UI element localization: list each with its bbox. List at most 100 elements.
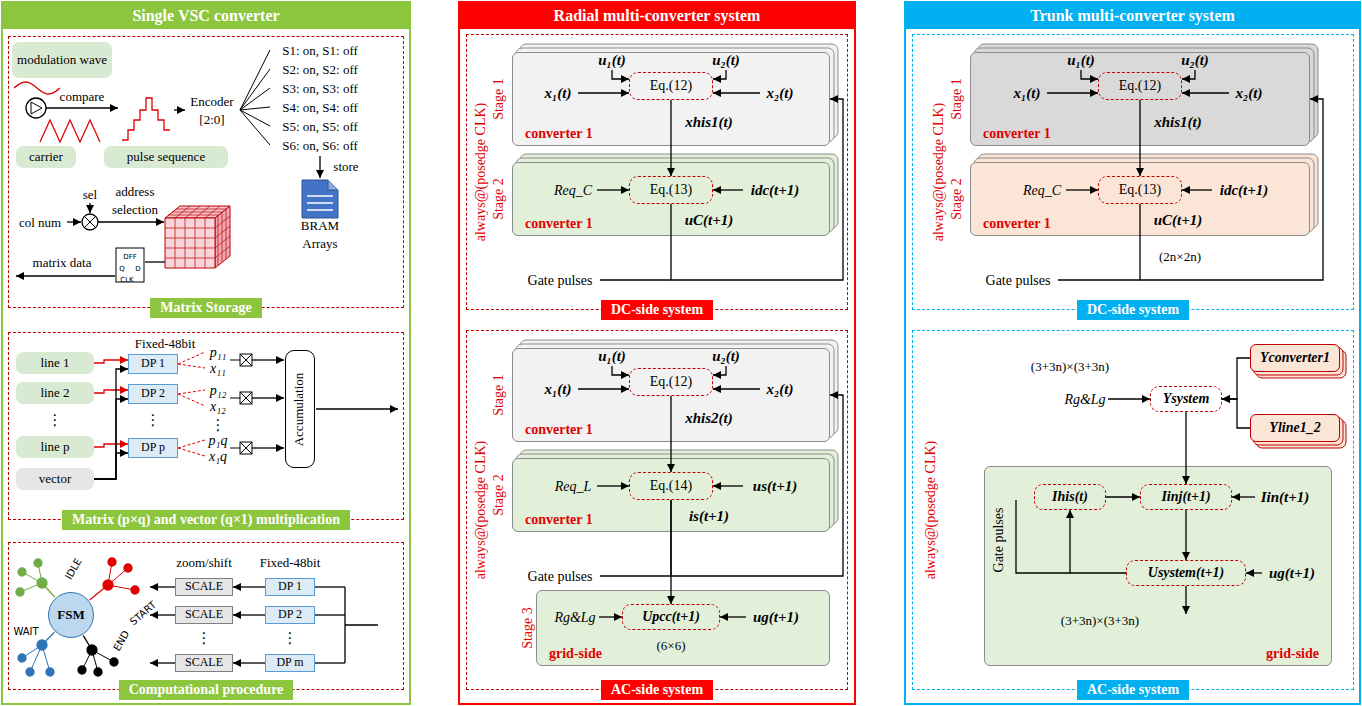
label: Rg&Lg	[1064, 390, 1105, 408]
label: p₁₂	[210, 381, 227, 399]
node-text: pulse sequence	[127, 150, 205, 164]
dp-box: DP 1	[265, 578, 315, 596]
label: u₂(t)	[712, 347, 740, 365]
label: Stage 2	[947, 178, 965, 220]
wire	[1185, 586, 1186, 614]
matrix-cube	[175, 206, 190, 218]
dp-box: DP 1	[128, 354, 178, 374]
fsm-branch	[92, 650, 98, 672]
stage-box: converter 1Eq.(13)	[970, 162, 1310, 236]
edge-label: xhis1(t)	[685, 113, 733, 131]
sine-wave	[14, 82, 60, 94]
matrix-cube	[185, 206, 200, 218]
matrix-cube	[165, 258, 215, 259]
label-text: (3+3n)×(3+3n)	[1031, 359, 1109, 374]
equation-box: Eq.(13)	[629, 176, 713, 204]
wire	[1081, 70, 1098, 79]
label-text: ⋮	[211, 416, 226, 434]
label: (2n×2n)	[1159, 247, 1201, 265]
connector	[670, 100, 671, 176]
carrier-wave	[40, 120, 100, 142]
matrix-cube	[215, 246, 230, 258]
wire	[316, 408, 398, 409]
edge-label: uC(t+1)	[685, 211, 734, 229]
node-text: carrier	[29, 150, 63, 164]
signal-box: modulation wave	[12, 42, 112, 78]
wire	[230, 360, 240, 361]
label: x₁q	[209, 447, 227, 465]
wire	[230, 448, 240, 449]
label-text: Rg&Lg	[1064, 392, 1105, 407]
wire	[1108, 398, 1150, 399]
wire	[178, 364, 205, 368]
label-text: S5: on, S5: off	[282, 119, 358, 134]
node-text: DP 1	[141, 357, 165, 371]
connector	[94, 444, 128, 447]
label-text: u₁(t)	[598, 52, 626, 68]
label: S3: on, S3: off	[282, 79, 358, 97]
section-box: DC-side systemconverter 1Eq.(12)converte…	[912, 34, 1354, 310]
label-text: S6: on, S6: off	[282, 138, 358, 153]
label: (3+3n)×(3+3n)	[1061, 611, 1139, 629]
fsm-state	[16, 588, 24, 596]
label: Stage 1	[489, 78, 507, 120]
connector	[1106, 496, 1140, 497]
equation-box: Eq.(14)	[629, 472, 713, 500]
wire	[713, 189, 743, 190]
node-text: Eq.(12)	[1119, 78, 1161, 94]
label-text: BRAM Arrays	[301, 218, 339, 251]
label-text: Gate pulses	[528, 569, 593, 584]
label-text: always@(posedge CLK)	[931, 103, 946, 241]
fsm-state	[26, 668, 34, 676]
fsm-state	[34, 559, 42, 567]
label-text: p₁₁	[210, 345, 227, 360]
fsm-state	[87, 645, 97, 655]
multiplier-symbol	[84, 216, 96, 228]
multiplier-symbol	[240, 354, 252, 366]
connector	[94, 453, 128, 479]
label-text: S2: on, S2: off	[282, 62, 358, 77]
label: x₁(t)	[545, 84, 572, 102]
node-text: Matrix Storage	[150, 298, 261, 318]
label-text: Stage 3	[520, 607, 535, 649]
admittance-box: Yline1_2	[1250, 414, 1340, 442]
section-box: Matrix (p×q) and vector (q×1) multiplica…	[8, 332, 404, 520]
node-text: converter 1	[525, 422, 593, 438]
label-text: ⋮	[48, 411, 63, 429]
multiplier-symbol	[240, 442, 252, 454]
stage-box: converter 1Eq.(13)	[512, 162, 830, 236]
label: Stage 3	[518, 607, 536, 649]
label: START	[124, 595, 159, 629]
wire	[1058, 279, 1140, 280]
multiplier-symbol	[240, 442, 252, 454]
connector	[1185, 412, 1186, 484]
label-text: DFF	[123, 253, 136, 261]
wire	[98, 221, 164, 222]
label: Stage 1	[947, 78, 965, 120]
node-text: Single VSC converter	[3, 3, 409, 29]
label-text: Rg&Lg	[554, 610, 595, 625]
label: x₂(t)	[1236, 84, 1263, 102]
wire	[1182, 92, 1229, 93]
fsm-state	[103, 580, 113, 590]
label: Req_C	[1023, 181, 1061, 199]
label: ⋮	[211, 416, 226, 434]
label: Iin(t+1)	[1261, 488, 1310, 506]
fsm-state	[78, 666, 86, 674]
wire	[1182, 70, 1195, 79]
dp-box: DP 2	[265, 606, 315, 624]
wire	[597, 485, 629, 486]
fsm-circle: FSM	[48, 592, 94, 638]
wire	[599, 616, 622, 617]
matrix-box: Upcc(t+1)	[622, 604, 720, 630]
label-text: idc(t+1)	[1220, 182, 1269, 198]
matrix-cube	[165, 228, 215, 229]
node-text: FSM	[57, 608, 84, 623]
label-text: S1: on, S1: off	[282, 43, 358, 58]
stage-box: grid-sideUpcc(t+1)	[536, 590, 830, 666]
wire	[720, 616, 746, 617]
signal-box: line 2	[16, 382, 94, 404]
matrix-cube	[215, 236, 230, 248]
matrix-cube	[165, 206, 230, 218]
label: p₁q	[209, 431, 228, 449]
